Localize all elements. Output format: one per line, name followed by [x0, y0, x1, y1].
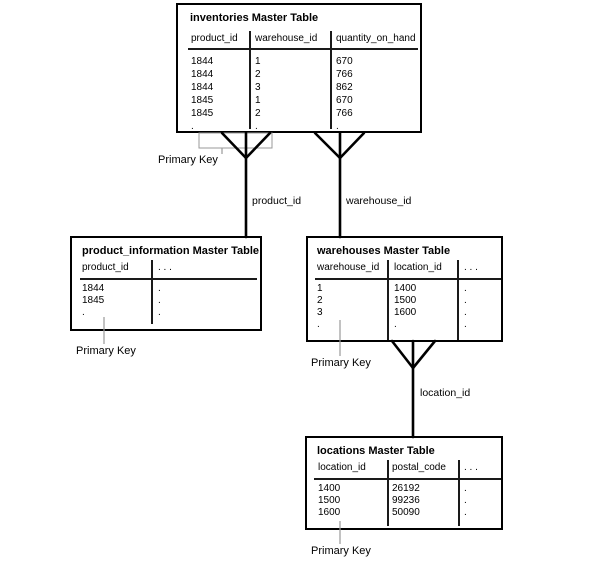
table-product-information: product_information Master Table product… — [70, 236, 262, 331]
column-divider — [249, 31, 251, 129]
column-divider — [457, 260, 459, 340]
cell: 1844 — [191, 82, 214, 93]
column-header: . . . — [464, 262, 478, 273]
cell: . — [464, 307, 467, 318]
table-title-locations: locations Master Table — [317, 445, 435, 457]
table-title-product-information: product_information Master Table — [82, 245, 260, 257]
primary-key-label-locations: Primary Key — [311, 545, 371, 557]
table-title-warehouses: warehouses Master Table — [317, 245, 451, 257]
column-location-id: location_id 1400 1500 1600 . — [394, 261, 442, 331]
cell: 766 — [336, 69, 353, 80]
cell: 670 — [336, 95, 353, 106]
cell: . — [255, 121, 258, 132]
column-product-id: product_id 1844 1845 . — [82, 261, 129, 319]
cell: 1 — [317, 283, 323, 294]
column-quantity-on-hand: quantity_on_hand 670 766 862 670 766 . — [336, 32, 416, 133]
column-product-id: product_id 1844 1844 1844 1845 1845 . — [191, 32, 238, 133]
cell: . — [158, 295, 161, 306]
column-header: product_id — [82, 262, 129, 273]
connector-label-product-id: product_id — [252, 195, 302, 207]
cell: 1844 — [82, 283, 105, 294]
header-rule — [314, 478, 501, 480]
table-locations: locations Master Table location_id 1400 … — [305, 436, 503, 530]
header-rule — [188, 48, 418, 50]
cell: 1 — [255, 95, 261, 106]
cell: 1845 — [191, 95, 214, 106]
cell: 2 — [255, 108, 261, 119]
column-header: . . . — [464, 462, 478, 473]
column-header: . . . — [158, 262, 172, 273]
cell: . — [158, 283, 161, 294]
column-header: location_id — [394, 262, 442, 273]
column-header: warehouse_id — [317, 262, 380, 273]
cell: 1844 — [191, 56, 214, 67]
cell: . — [464, 495, 467, 506]
column-divider — [151, 260, 153, 324]
connector-label-warehouse-id: warehouse_id — [346, 195, 412, 207]
column-header: warehouse_id — [255, 33, 318, 44]
column-divider — [330, 31, 332, 129]
cell: . — [464, 319, 467, 330]
column-header: product_id — [191, 33, 238, 44]
column-divider — [387, 260, 389, 340]
cell: 1500 — [394, 295, 417, 306]
primary-key-label-warehouses: Primary Key — [311, 357, 371, 369]
primary-key-label-inventories: Primary Key — [158, 154, 218, 166]
primary-key-label-product-information: Primary Key — [76, 345, 136, 357]
column-header: quantity_on_hand — [336, 33, 416, 44]
cell: 1845 — [82, 295, 105, 306]
cell: 670 — [336, 56, 353, 67]
column-ellipsis: . . . . . . . — [464, 261, 478, 331]
cell: 1500 — [318, 495, 341, 506]
cell: 1844 — [191, 69, 214, 80]
cell: . — [82, 307, 85, 318]
column-header: postal_code — [392, 462, 446, 473]
column-divider — [458, 460, 460, 526]
column-warehouse-id: warehouse_id 1 2 3 . — [317, 261, 379, 331]
header-rule — [315, 278, 501, 280]
column-header: location_id — [318, 462, 366, 473]
cell: 1400 — [394, 283, 417, 294]
table-warehouses: warehouses Master Table warehouse_id 1 2… — [306, 236, 503, 342]
column-divider — [387, 460, 389, 526]
column-location-id: location_id 1400 1500 1600 — [318, 461, 366, 519]
cell: . — [464, 483, 467, 494]
cell: . — [464, 295, 467, 306]
cell: . — [464, 507, 467, 518]
crowfoot-inventories-product-information — [220, 131, 272, 239]
cell: . — [336, 121, 339, 132]
column-warehouse-id: warehouse_id 1 2 3 1 2 . — [255, 32, 317, 133]
cell: 1400 — [318, 483, 341, 494]
table-title-inventories: inventories Master Table — [190, 12, 319, 24]
column-ellipsis: . . . . . . — [464, 461, 478, 519]
cell: 862 — [336, 82, 353, 93]
cell: 2 — [317, 295, 323, 306]
cell: 99236 — [392, 495, 420, 506]
cell: . — [394, 319, 397, 330]
column-ellipsis: . . . . . . — [158, 261, 172, 319]
cell: 1845 — [191, 108, 214, 119]
cell: 26192 — [392, 483, 420, 494]
column-postal-code: postal_code 26192 99236 50090 — [392, 461, 446, 519]
cell: 50090 — [392, 507, 420, 518]
cell: . — [464, 283, 467, 294]
cell: 766 — [336, 108, 353, 119]
cell: 1600 — [318, 507, 341, 518]
cell: 1 — [255, 56, 261, 67]
primary-key-bracket — [198, 132, 273, 149]
cell: 3 — [255, 82, 261, 93]
cell: 3 — [317, 307, 323, 318]
header-rule — [80, 278, 257, 280]
cell: . — [317, 319, 320, 330]
cell: . — [158, 307, 161, 318]
cell: . — [191, 121, 194, 132]
table-inventories: inventories Master Table product_id 1844… — [176, 3, 422, 133]
connector-label-location-id: location_id — [420, 387, 471, 399]
cell: 1600 — [394, 307, 417, 318]
cell: 2 — [255, 69, 261, 80]
crowfoot-inventories-warehouses — [313, 131, 366, 239]
